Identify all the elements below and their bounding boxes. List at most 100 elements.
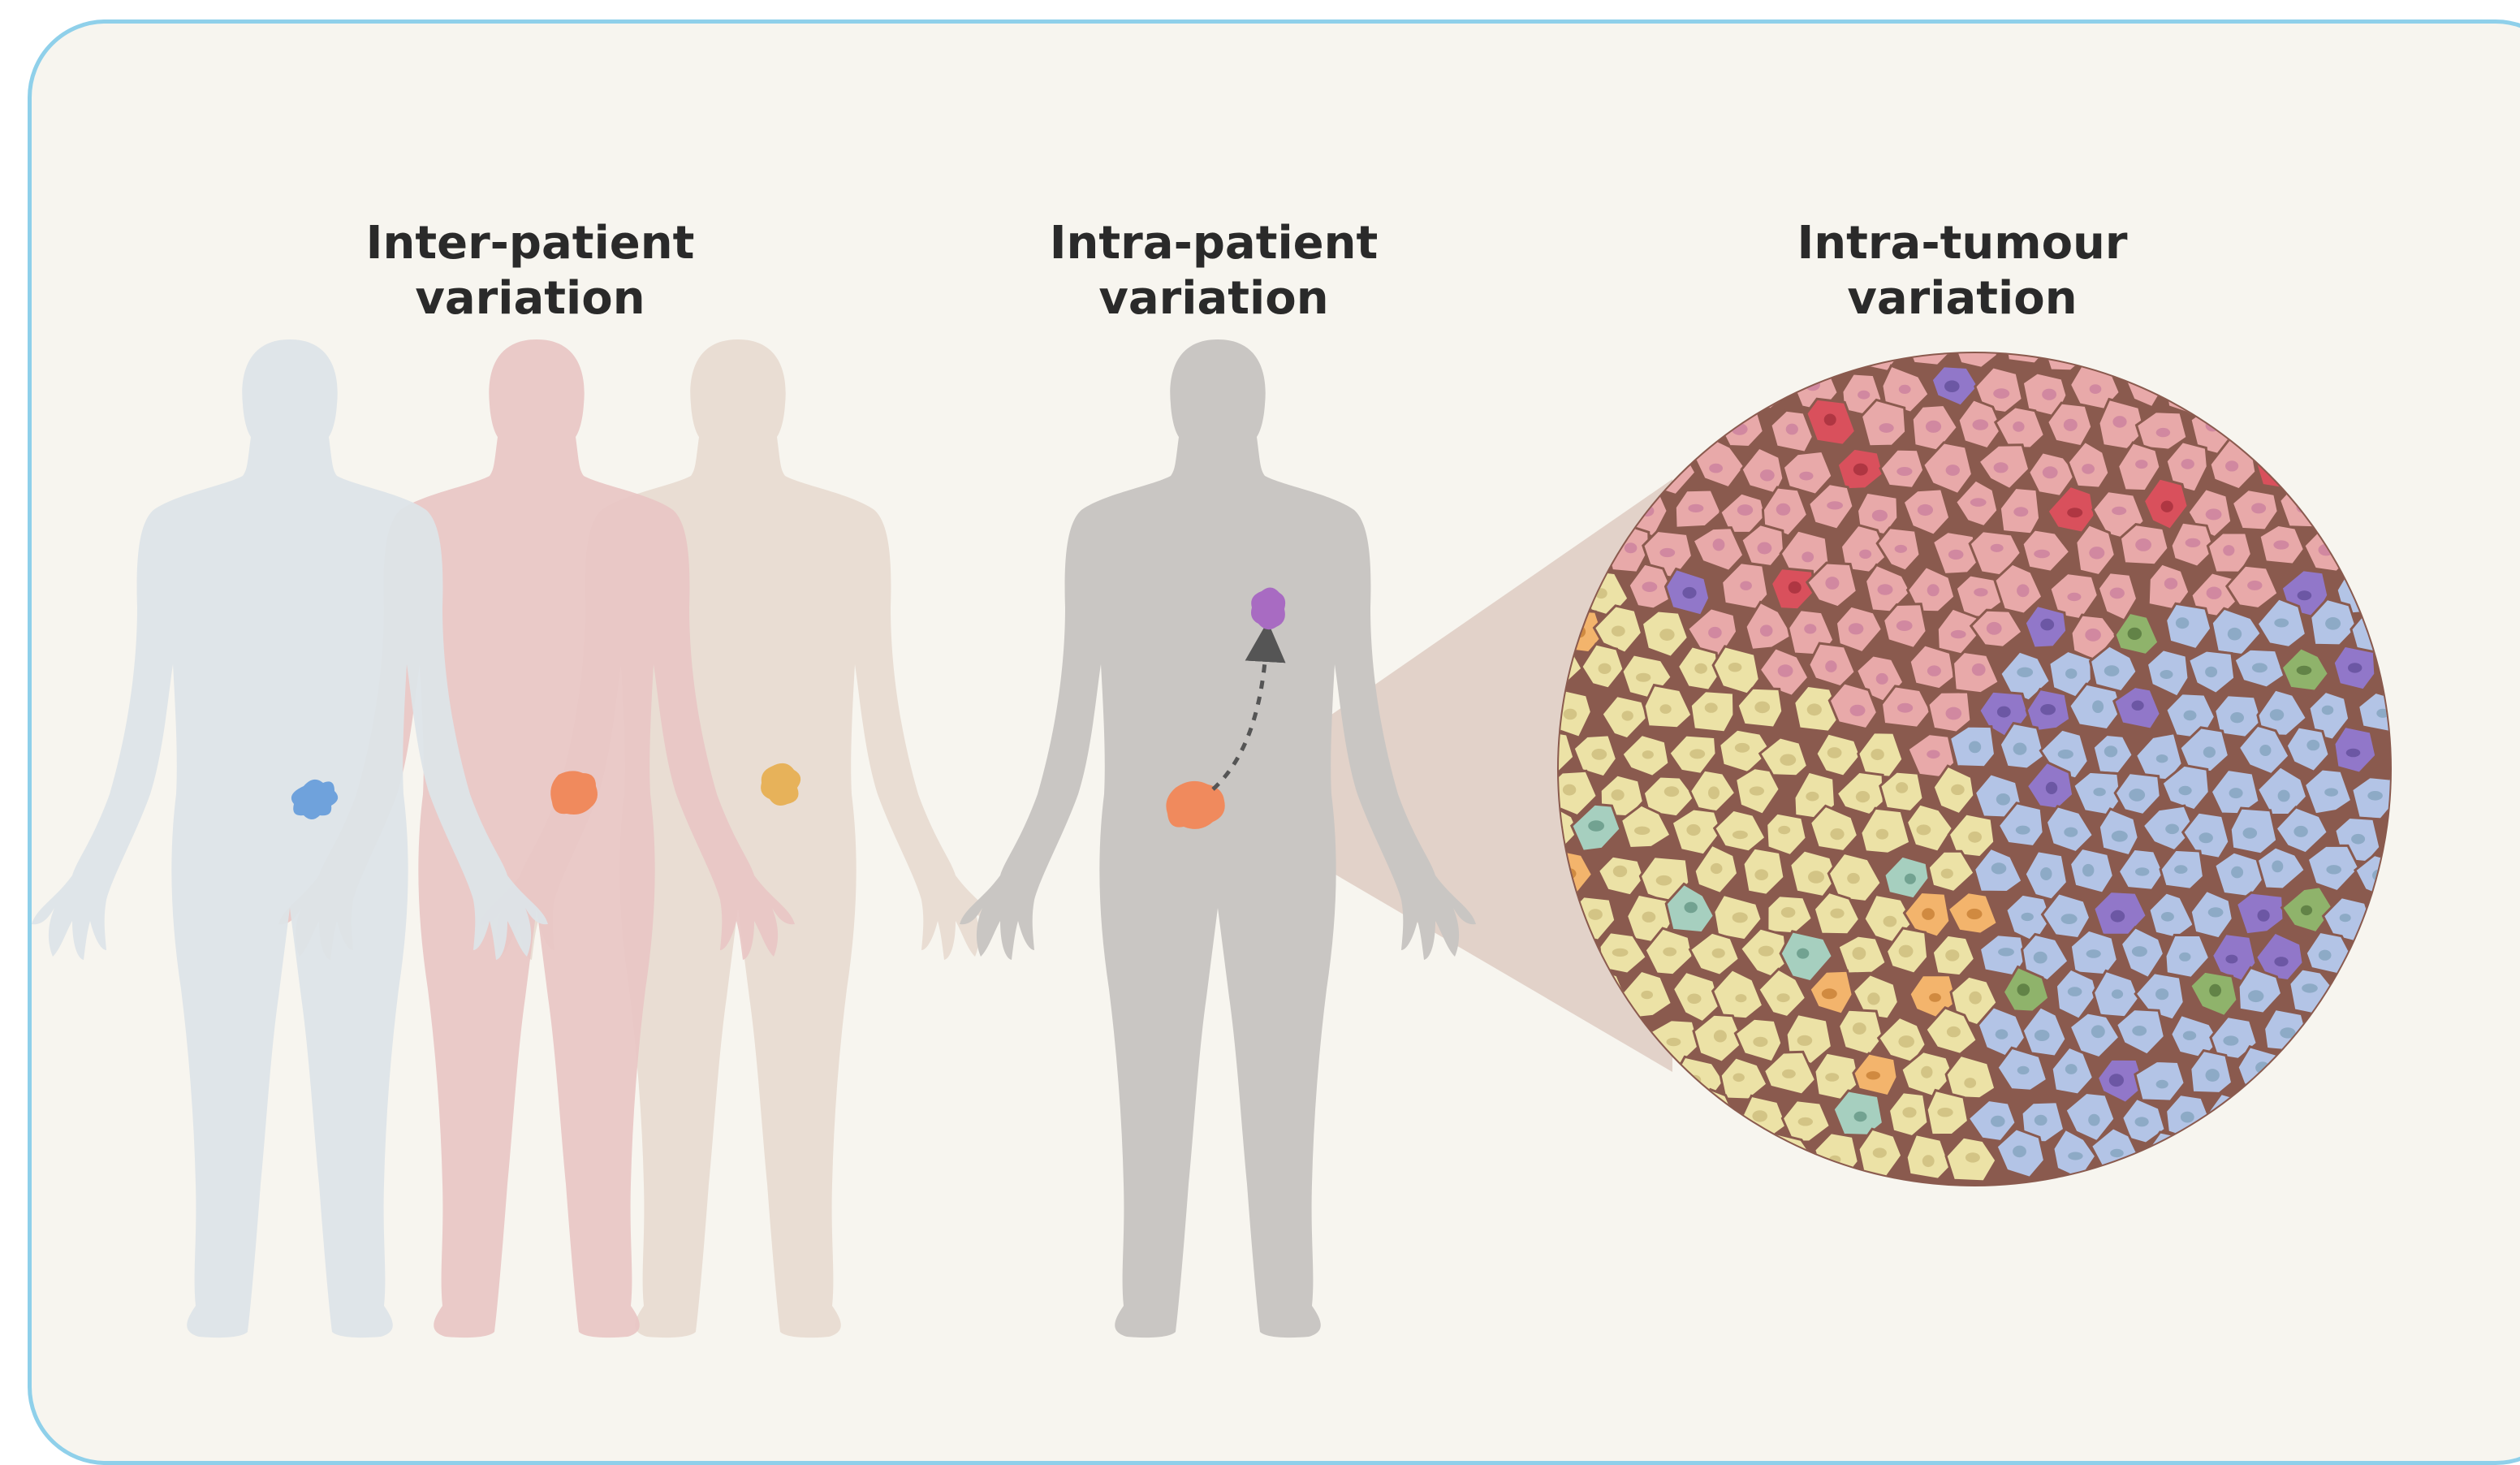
cell-nucleus: [1825, 577, 1839, 590]
cell-nucleus: [1806, 792, 1819, 802]
cell-nucleus: [1830, 909, 1844, 918]
cell-nucleus: [2089, 547, 2104, 559]
cell-nucleus: [2068, 1152, 2082, 1160]
cell-nucleus: [1797, 1035, 1813, 1046]
cell-nucleus: [1853, 464, 1868, 476]
cell-nucleus: [2013, 421, 2024, 432]
cell-nucleus: [1922, 908, 1935, 920]
cell-nucleus: [2088, 1114, 2099, 1126]
cell-nucleus: [1951, 630, 1966, 638]
cell-nucleus: [2274, 619, 2289, 628]
cell-nucleus: [1686, 824, 1700, 836]
tumour-cell: [2043, 326, 2088, 371]
cell-nucleus: [2128, 628, 2142, 640]
cell-nucleus: [1782, 1070, 1796, 1078]
cell-nucleus: [1708, 627, 1722, 638]
cell-nucleus: [2228, 628, 2242, 641]
cell-nucleus: [1786, 424, 1798, 435]
cell-nucleus: [2164, 578, 2177, 590]
cell-nucleus: [2040, 704, 2056, 715]
cell-nucleus: [1784, 1148, 1799, 1159]
cell-nucleus: [1824, 414, 1836, 426]
cell-nucleus: [1667, 1038, 1681, 1046]
cell-nucleus: [1777, 993, 1790, 1002]
cell-nucleus: [2272, 464, 2286, 476]
cell-nucleus: [2109, 1074, 2124, 1087]
tumour-cell: [2149, 1132, 2192, 1178]
cell-nucleus: [2017, 1066, 2030, 1074]
cell-nucleus: [2273, 540, 2289, 549]
cell-nucleus: [1902, 1107, 1916, 1117]
cell-nucleus: [2272, 861, 2283, 873]
cell-nucleus: [1947, 1026, 1961, 1037]
cell-nucleus: [2293, 826, 2307, 837]
cell-nucleus: [2326, 865, 2341, 874]
cell-nucleus: [1728, 663, 1742, 672]
cell-nucleus: [1612, 626, 1625, 637]
cell-nucleus: [2179, 786, 2192, 795]
tumour-cell: [2355, 931, 2404, 974]
cell-nucleus: [2223, 1035, 2238, 1045]
cell-nucleus: [2091, 1025, 2105, 1038]
cell-nucleus: [2174, 865, 2187, 874]
cell-nucleus: [1641, 991, 1653, 999]
cell-nucleus: [1969, 992, 1982, 1005]
cell-nucleus: [1789, 581, 1802, 594]
cell-nucleus: [1945, 949, 1959, 961]
cell-nucleus: [1884, 916, 1897, 927]
cell-nucleus: [1689, 1075, 1701, 1086]
cell-nucleus: [2340, 914, 2351, 922]
cell-nucleus: [1634, 827, 1650, 835]
cell-nucleus: [1685, 902, 1698, 914]
cell-nucleus: [2129, 789, 2145, 802]
cell-nucleus: [2230, 712, 2244, 723]
cell-nucleus: [1830, 828, 1844, 840]
cell-nucleus: [2206, 508, 2222, 520]
cell-nucleus: [1642, 750, 1654, 758]
cell-nucleus: [2176, 617, 2189, 629]
cell-nucleus: [1878, 584, 1893, 595]
cell-nucleus: [1825, 1073, 1839, 1082]
cell-nucleus: [2181, 459, 2194, 469]
cell-nucleus: [1588, 909, 1603, 920]
cell-nucleus: [1797, 949, 1809, 959]
cell-nucleus: [1732, 831, 1748, 839]
cell-nucleus: [1827, 747, 1842, 758]
cell-nucleus: [2022, 335, 2033, 347]
cell-nucleus: [2231, 866, 2243, 879]
cell-nucleus: [2225, 955, 2237, 964]
cell-nucleus: [2113, 345, 2125, 357]
cell-nucleus: [2302, 983, 2318, 992]
illustration: [0, 0, 2520, 1408]
cell-nucleus: [2255, 1061, 2270, 1074]
cell-nucleus: [1998, 948, 2014, 956]
cell-nucleus: [2112, 989, 2123, 998]
cell-nucleus: [1752, 1110, 1767, 1121]
cell-nucleus: [1922, 1155, 1935, 1167]
cell-nucleus: [1879, 423, 1894, 433]
cell-nucleus: [1760, 624, 1773, 636]
cell-nucleus: [1599, 663, 1612, 674]
cell-nucleus: [1944, 380, 1960, 392]
cell-nucleus: [1642, 912, 1656, 923]
cell-nucleus: [1876, 673, 1888, 685]
cell-nucleus: [1941, 869, 1953, 879]
cell-nucleus: [2090, 384, 2102, 394]
cell-nucleus: [2248, 990, 2263, 1002]
cell-nucleus: [2247, 581, 2262, 590]
cell-nucleus: [2161, 912, 2174, 922]
cell-nucleus: [1996, 793, 2010, 806]
cell-nucleus: [2104, 665, 2120, 676]
cell-nucleus: [1737, 504, 1753, 516]
cell-nucleus: [1991, 544, 2004, 552]
cell-nucleus: [1712, 949, 1725, 958]
cell-nucleus: [2046, 782, 2057, 794]
cell-nucleus: [1896, 467, 1912, 476]
cell-nucleus: [2322, 706, 2334, 715]
cell-nucleus: [2259, 745, 2271, 756]
cell-nucleus: [2110, 588, 2125, 599]
cell-nucleus: [1708, 786, 1720, 799]
cell-nucleus: [2082, 864, 2094, 877]
cell-nucleus: [2085, 629, 2101, 642]
cell-nucleus: [2205, 667, 2217, 677]
